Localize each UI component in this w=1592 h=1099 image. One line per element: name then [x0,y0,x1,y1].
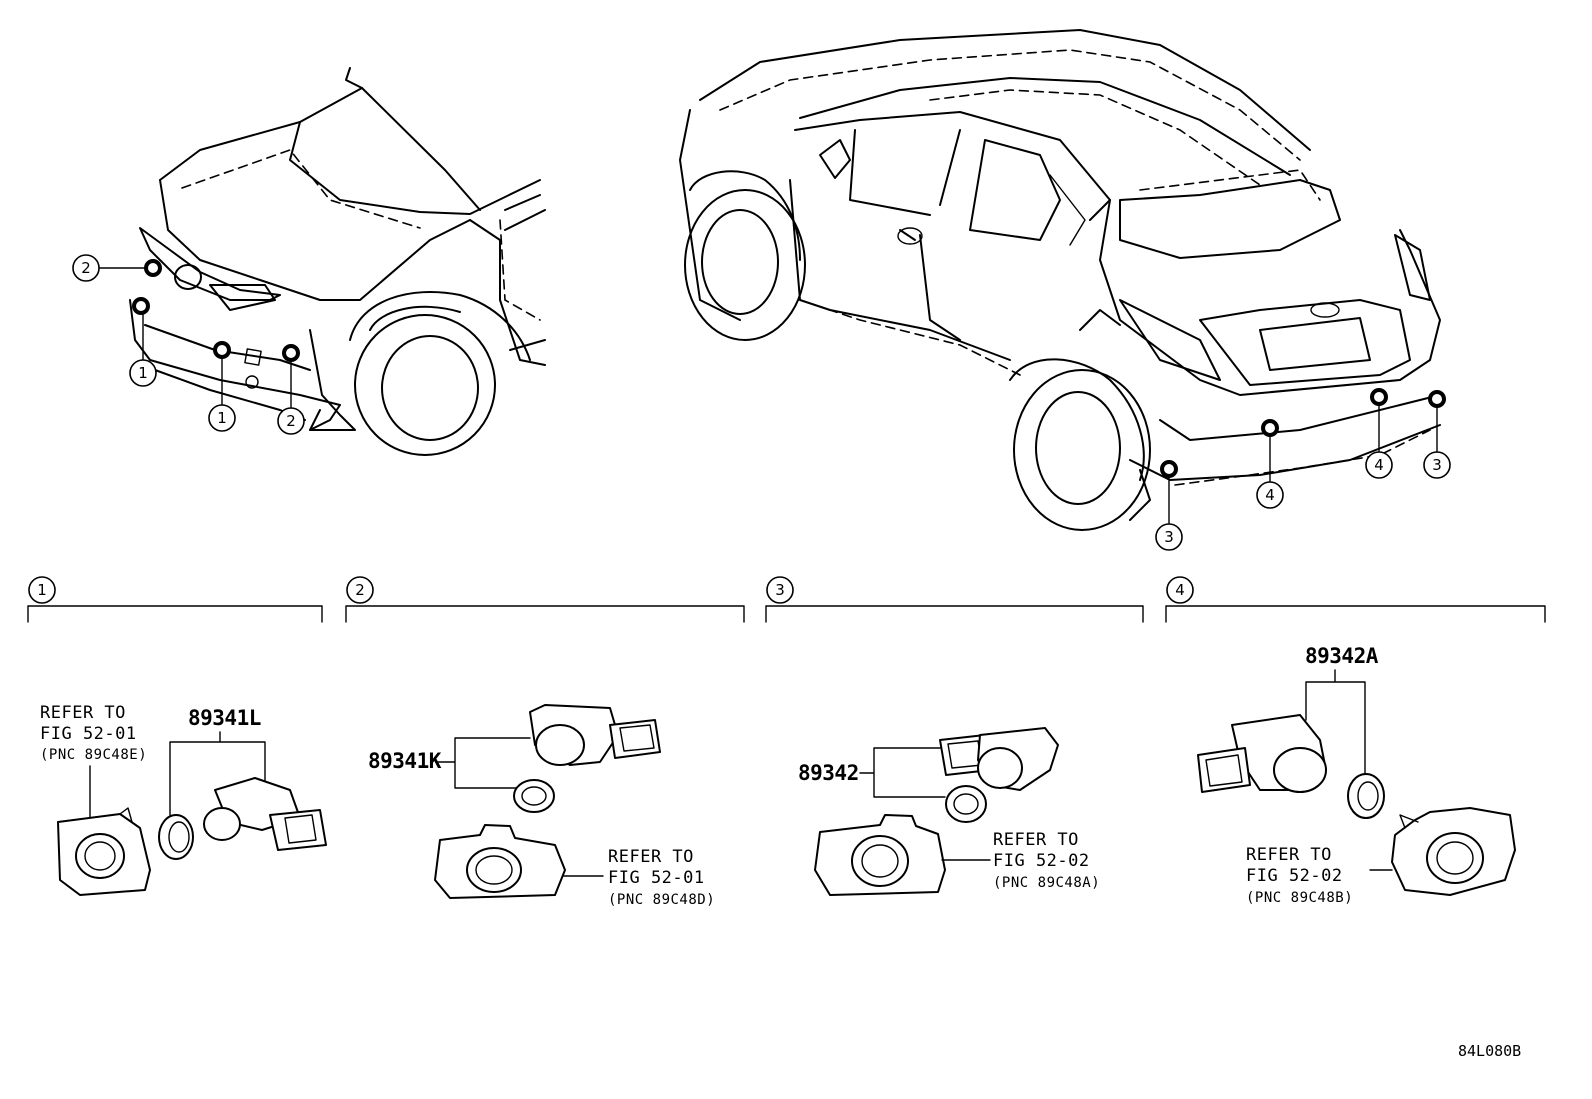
callout-label: 1 [217,409,227,427]
callout-label: 2 [81,259,91,277]
callout-4: 4 [1365,451,1393,479]
fig-reference: FIG 52-01 [608,868,705,888]
retainer-ring [513,779,555,813]
callout-4: 4 [1256,481,1284,509]
section-header-1: 1 [27,576,323,623]
retainer-ring [1347,773,1385,819]
sensor-bezel [57,807,151,896]
sensor-dot [1160,460,1178,478]
callout-label: 2 [286,412,296,430]
retainer-ring [945,785,987,823]
refer-to-label: REFER TO [608,847,694,867]
fig-reference: FIG 52-02 [1246,866,1343,886]
front-vehicle-view [129,67,546,456]
section-1-parts: REFER TO FIG 52-01 (PNC 89C48E) 89341L [40,703,327,896]
sensor-dot [1428,390,1446,408]
refer-to-label: REFER TO [1246,845,1332,865]
parking-sensor [1197,714,1327,793]
section-header-2: 2 [345,576,745,623]
rear-callouts: 3 4 4 3 [1155,451,1451,551]
callout-label: 3 [1432,456,1442,474]
section-header-4: 4 [1165,576,1546,623]
sensor-dot [1261,419,1279,437]
sensor-dot [213,341,231,359]
front-callouts: 2 1 1 2 [72,254,305,435]
rear-sensor-locations [1160,388,1446,524]
front-sensor-locations [99,259,300,409]
section-header-3: 3 [765,576,1144,623]
section-number: 4 [1175,581,1185,599]
rear-vehicle-view [679,29,1441,531]
callout-1: 1 [208,404,236,432]
fig-reference: FIG 52-01 [40,724,137,744]
callout-label: 3 [1164,528,1174,546]
section-4-parts: 89342A REFER TO FIG 52-02 (PNC 89C48B) [1197,644,1516,906]
section-number: 3 [775,581,785,599]
callout-2: 2 [277,407,305,435]
pnc-reference: (PNC 89C48A) [993,875,1100,891]
sensor-bezel [434,824,566,899]
parking-sensor [529,704,661,766]
sensor-dot [282,344,300,362]
sensor-dot [1370,388,1388,406]
section-number: 1 [37,581,47,599]
sensor-dot [132,297,150,315]
fig-reference: FIG 52-02 [993,851,1090,871]
callout-label: 1 [138,364,148,382]
parking-sensor [203,777,327,851]
part-number[interactable]: 89342A [1305,644,1379,668]
refer-to-label: REFER TO [40,703,126,723]
pnc-reference: (PNC 89C48B) [1246,890,1353,906]
part-number[interactable]: 89342 [798,761,859,785]
sensor-bezel [814,814,946,896]
refer-to-label: REFER TO [993,830,1079,850]
callout-1: 1 [129,359,157,387]
sensor-bezel [1391,807,1516,896]
sensor-dot [144,259,162,277]
section-number: 2 [355,581,365,599]
retainer-ring [158,814,194,860]
section-headers: 1 2 3 4 [27,576,1546,623]
pnc-reference: (PNC 89C48E) [40,747,147,763]
section-2-parts: 89341K REFER TO FIG 52-01 (PNC 89C48D) [368,704,715,908]
callout-3: 3 [1155,523,1183,551]
diagram-code: 84L080B [1458,1042,1521,1060]
part-number[interactable]: 89341K [368,749,442,773]
callout-label: 4 [1374,456,1384,474]
section-3-parts: 89342 REFER TO FIG 52-02 (PNC 89C48A) [798,727,1100,896]
parking-sensor [939,727,1059,791]
pnc-reference: (PNC 89C48D) [608,892,715,908]
callout-3: 3 [1423,451,1451,479]
part-number[interactable]: 89341L [188,706,261,730]
callout-label: 4 [1265,486,1275,504]
callout-2: 2 [72,254,100,282]
